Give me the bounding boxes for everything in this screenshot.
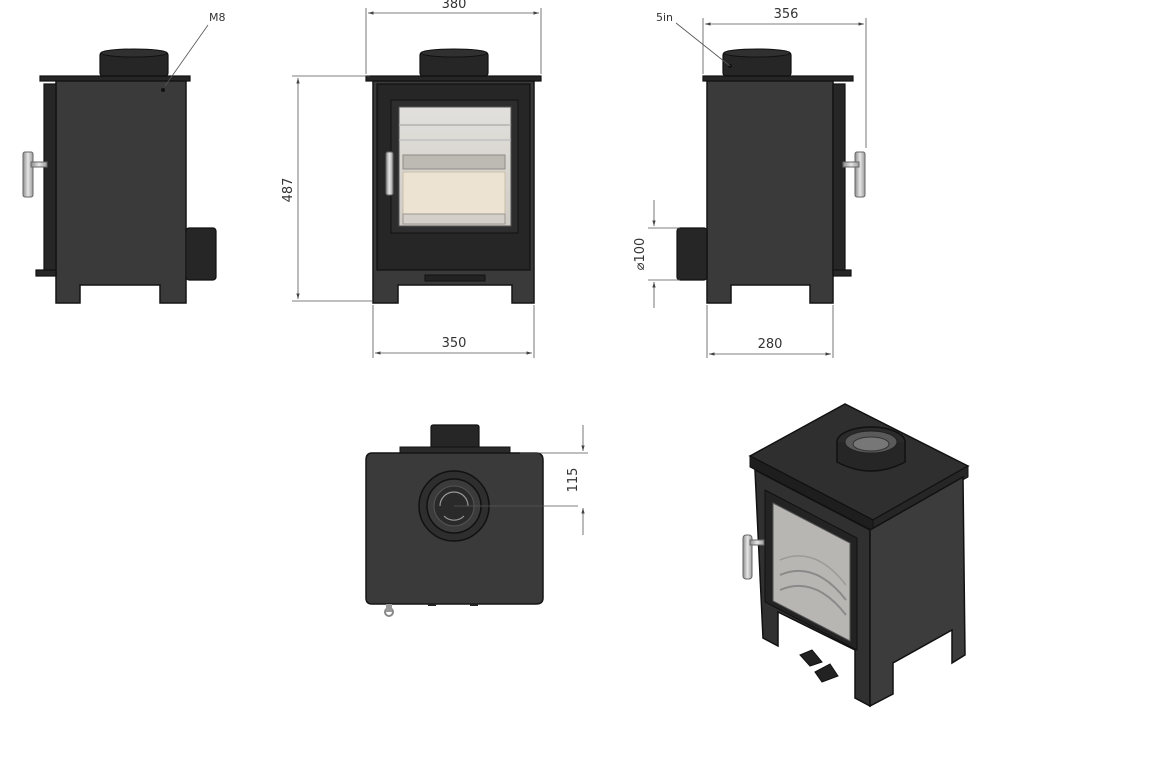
side-body	[706, 80, 834, 304]
m8-label: M8	[209, 11, 226, 24]
fixing-point	[161, 88, 165, 92]
flue-size-label: 5in	[656, 11, 673, 24]
svg-text:⌀100: ⌀100	[633, 238, 648, 271]
flue-offset-label: 115	[566, 468, 581, 493]
door-edge	[43, 83, 57, 275]
m8-leader-line	[164, 24, 209, 87]
top-width-label: 380	[442, 0, 467, 12]
base-width-label: 350	[442, 336, 467, 351]
inlet-diameter-label: 100	[633, 238, 648, 263]
firebed	[402, 171, 506, 215]
door-handle	[22, 151, 34, 198]
door-edge	[832, 83, 846, 275]
inlet-diameter-label-group: ⌀100	[633, 238, 648, 271]
side-depth-label: 356	[774, 7, 799, 22]
isometric-view	[742, 403, 970, 708]
side-body	[55, 80, 187, 304]
door-handle	[854, 151, 866, 198]
air-inlet	[676, 227, 708, 281]
top-view	[365, 424, 578, 617]
height-label: 487	[281, 178, 296, 203]
door-handle	[385, 151, 394, 196]
air-inlet	[185, 227, 217, 281]
left-side-view	[22, 48, 217, 304]
iso-door-handle	[742, 534, 753, 580]
log-grate	[402, 154, 506, 170]
right-side-view	[676, 48, 866, 304]
diameter-symbol: ⌀	[633, 262, 648, 270]
base-depth-label: 280	[758, 337, 783, 352]
iso-side-face	[869, 475, 966, 708]
front-view	[365, 48, 542, 304]
